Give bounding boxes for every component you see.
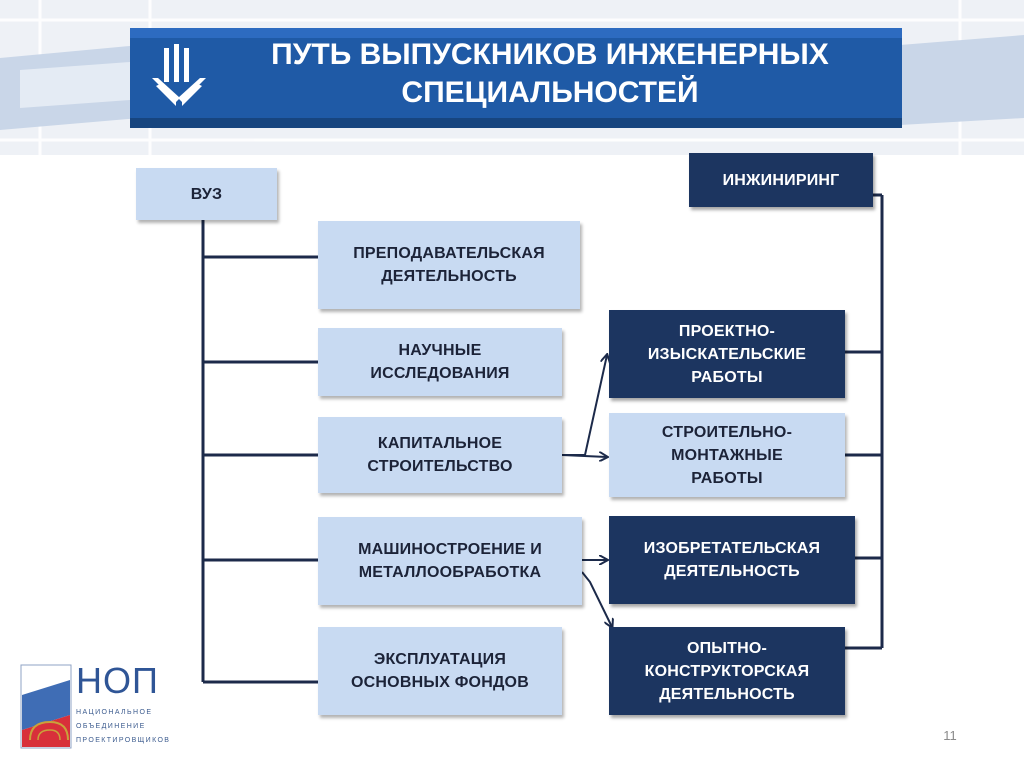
organization-logo-icon xyxy=(152,44,206,106)
node-operation: ЭКСПЛУАТАЦИЯ ОСНОВНЫХ ФОНДОВ xyxy=(318,627,562,715)
nop-logo-line1: НАЦИОНАЛЬНОЕ xyxy=(76,709,153,716)
node-research: НАУЧНЫЕ ИССЛЕДОВАНИЯ xyxy=(318,328,562,396)
slide-title: ПУТЬ ВЫПУСКНИКОВ ИНЖЕНЕРНЫХ СПЕЦИАЛЬНОСТ… xyxy=(271,38,829,109)
node-vuz: ВУЗ xyxy=(136,168,277,220)
nop-logo-line2: ОБЪЕДИНЕНИЕ xyxy=(76,723,146,730)
node-survey-works: ПРОЕКТНО- ИЗЫСКАТЕЛЬСКИЕ РАБОТЫ xyxy=(609,310,845,398)
page-number: 11 xyxy=(943,728,957,743)
node-experimental-design: ОПЫТНО- КОНСТРУКТОРСКАЯ ДЕЯТЕЛЬНОСТЬ xyxy=(609,627,845,715)
node-engineering: ИНЖИНИРИНГ xyxy=(689,153,873,207)
nop-logo-icon xyxy=(20,664,72,749)
node-construction-works: СТРОИТЕЛЬНО- МОНТАЖНЫЕ РАБОТЫ xyxy=(609,413,845,497)
nop-logo-line3: ПРОЕКТИРОВЩИКОВ xyxy=(76,737,171,744)
node-invention: ИЗОБРЕТАТЕЛЬСКАЯ ДЕЯТЕЛЬНОСТЬ xyxy=(609,516,855,604)
node-machine-building: МАШИНОСТРОЕНИЕ И МЕТАЛЛООБРАБОТКА xyxy=(318,517,582,605)
title-banner xyxy=(130,28,902,128)
node-capital-construction: КАПИТАЛЬНОЕ СТРОИТЕЛЬСТВО xyxy=(318,417,562,493)
nop-logo-abbr: НОП xyxy=(76,660,159,701)
node-teaching: ПРЕПОДАВАТЕЛЬСКАЯ ДЕЯТЕЛЬНОСТЬ xyxy=(318,221,580,309)
